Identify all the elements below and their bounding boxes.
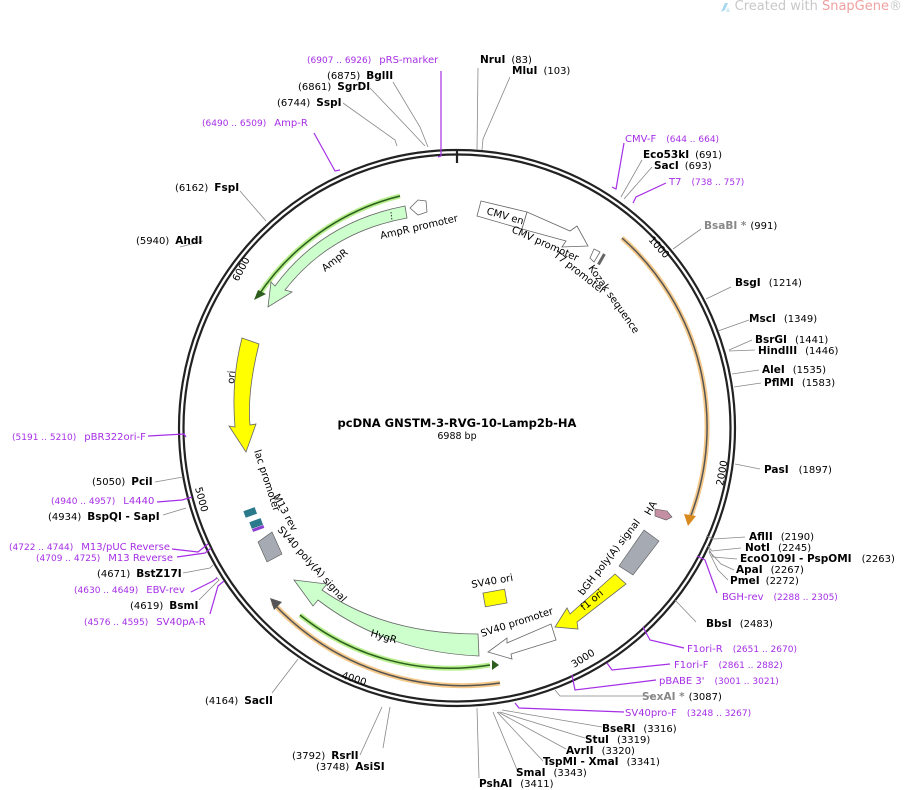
enzyme-saci[interactable]: SacI(693) (654, 160, 712, 172)
watermark-brand: SnapGene (821, 0, 889, 14)
plasmid-length: 6988 bp (437, 431, 476, 442)
primer-prs-marker[interactable]: (6907 .. 6926)pRS-marker (307, 55, 439, 66)
enzyme-bsmi[interactable]: (4619)BsmI (130, 600, 198, 612)
feature-sv40-ori[interactable] (482, 588, 508, 608)
primer-bgh-rev[interactable]: BGH-rev(2288 .. 2305) (722, 592, 838, 603)
plasmid-name: pcDNA GNSTM-3-RVG-10-Lamp2b-HA (338, 416, 577, 430)
enzyme-sspi[interactable]: (6744)SspI (277, 97, 342, 109)
enzyme-bspqi-sapi[interactable]: (4934)BspQI - SapI (48, 511, 160, 523)
enzyme-sexai[interactable]: SexAI *(3087) (642, 691, 722, 703)
tick-5000: 5000 (192, 486, 209, 513)
enzyme-bstz17i[interactable]: (4671)BstZ17I (97, 568, 182, 580)
enzyme-tspmi-xmai[interactable]: TspMI - XmaI(3341) (543, 756, 660, 768)
orf-arcs (254, 193, 710, 689)
tick-3000: 3000 (570, 648, 597, 671)
enzyme-pflmi[interactable]: PflMI(1583) (764, 377, 835, 389)
enzyme-bbsi[interactable]: BbsI(2483) (706, 618, 773, 630)
feature-ampr[interactable] (267, 205, 408, 308)
enzyme-alei[interactable]: AleI(1535) (762, 364, 826, 376)
feature-kozak-label: Kozak sequence (586, 263, 641, 335)
primer-amp-r[interactable]: (6490 .. 6509)Amp-R (202, 118, 308, 129)
primer-labels: CMV-F(644 .. 664) T7(738 .. 757) BGH-rev… (9, 55, 838, 719)
enzyme-ecoo109i-psppomi[interactable]: EcoO109I - PspOMI(2263) (740, 553, 895, 565)
enzyme-noti[interactable]: NotI(2245) (745, 542, 811, 554)
orf-arrowhead-icon (684, 514, 696, 526)
enzyme-pmei[interactable]: PmeI(2272) (730, 575, 799, 587)
enzyme-bsrgi[interactable]: BsrGI(1441) (755, 334, 828, 346)
feature-cmv-promoter[interactable] (521, 211, 589, 248)
enzyme-smai[interactable]: SmaI(3343) (516, 767, 587, 779)
snapgene-logo-icon (720, 2, 730, 12)
enzyme-labels: NruI(83) MluI(103) Eco53kI(691) SacI(693… (48, 54, 895, 790)
watermark-suffix: ® (889, 0, 902, 14)
enzyme-eco53ki[interactable]: Eco53kI(691) (643, 149, 722, 161)
primer-f1ori-r[interactable]: F1ori-R(2651 .. 2670) (687, 644, 797, 655)
enzyme-pcii[interactable]: (5050)PciI (92, 476, 153, 488)
primer-m13-puc-reverse[interactable]: (4722 .. 4744)M13/pUC Reverse (9, 542, 170, 553)
enzyme-pshai[interactable]: PshAI(3411) (479, 778, 554, 790)
feature-m13-rev[interactable] (252, 525, 265, 532)
enzyme-fspi[interactable]: (6162)FspI (175, 182, 239, 194)
primer-pbr322ori-f[interactable]: (5191 .. 5210)pBR322ori-F (12, 432, 146, 443)
snapgene-watermark: Created with SnapGene® (719, 0, 902, 14)
primer-sv40pro-f[interactable]: SV40pro-F(3248 .. 3267) (625, 708, 751, 719)
enzyme-asisi[interactable]: (3748)AsiSI (316, 761, 385, 773)
enzyme-apai[interactable]: ApaI(2267) (736, 564, 804, 576)
feature-sv40-polya[interactable] (257, 531, 283, 563)
backbone-circle (177, 148, 737, 708)
enzyme-leaders (154, 67, 762, 779)
primer-f1ori-f[interactable]: F1ori-F(2861 .. 2882) (674, 660, 783, 671)
enzyme-ahdi[interactable]: (5940)AhdI (136, 235, 202, 247)
feature-ori[interactable] (228, 337, 260, 453)
tick-1000: 1000 (646, 235, 671, 261)
feature-sv40-promoter[interactable] (487, 623, 557, 660)
enzyme-sgrdi[interactable]: (6861)SgrDI (298, 81, 370, 93)
enzyme-stui[interactable]: StuI(3319) (585, 734, 650, 746)
feature-ampr-promoter[interactable] (409, 199, 428, 216)
primer-m13-reverse[interactable]: (4709 .. 4725)M13 Reverse (36, 553, 173, 564)
enzyme-msci[interactable]: MscI(1349) (749, 313, 817, 325)
feature-ha[interactable] (654, 508, 673, 521)
primer-cmv-f[interactable]: CMV-F(644 .. 664) (625, 134, 719, 145)
tick-2000: 2000 (715, 460, 730, 487)
feature-bgh-polya[interactable] (618, 529, 660, 576)
enzyme-baseri[interactable]: BseRI(3316) (602, 723, 677, 735)
primer-pbabe-3[interactable]: pBABE 3'(3001 .. 3021) (659, 676, 779, 687)
feature-lac-promoter-2[interactable] (249, 518, 264, 529)
enzyme-bsgi[interactable]: BsgI(1214) (735, 277, 802, 289)
enzyme-pasi[interactable]: PasI(1897) (764, 464, 832, 476)
watermark-prefix: Created with (734, 0, 822, 14)
feature-f1-ori[interactable] (554, 573, 627, 630)
enzyme-nrui[interactable]: NruI(83) (480, 54, 532, 66)
primer-ebv-rev[interactable]: (4630 .. 4649)EBV-rev (74, 585, 185, 596)
feature-t7-promoter[interactable] (589, 248, 601, 263)
enzyme-sacii[interactable]: (4164)SacII (205, 695, 273, 707)
enzyme-bsabi[interactable]: BsaBI *(991) (704, 220, 777, 232)
primer-t7[interactable]: T7(738 .. 757) (668, 177, 744, 188)
feature-lac-promoter[interactable] (243, 507, 258, 518)
primer-leaders (147, 71, 718, 713)
enzyme-mlui[interactable]: MluI(103) (512, 65, 570, 77)
primer-l4440[interactable]: (4940 .. 4957)L4440 (51, 496, 154, 507)
enzyme-hindiii[interactable]: HindIII(1446) (758, 345, 838, 357)
feature-ori-label: ori (226, 370, 238, 384)
primer-sv40pa-r[interactable]: (4576 .. 4595)SV40pA-R (84, 617, 206, 628)
feature-sv40-ori-label: SV40 ori (471, 573, 514, 591)
enzyme-bglii[interactable]: (6875)BglII (327, 70, 393, 82)
feature-hygr[interactable] (293, 579, 480, 657)
enzyme-rsrii[interactable]: (3792)RsrII (292, 750, 359, 762)
enzyme-avrii[interactable]: AvrII(3320) (566, 745, 635, 757)
enzyme-aflii[interactable]: AflII(2190) (749, 531, 814, 543)
feature-kozak-sequence[interactable] (597, 253, 606, 266)
